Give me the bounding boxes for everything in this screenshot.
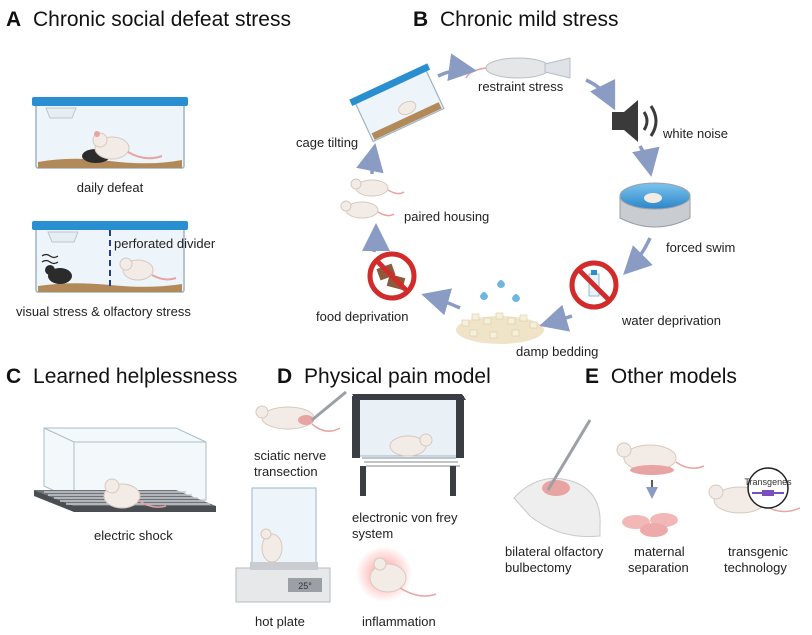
panel-c: C Learned helplessness electric shock (6, 365, 237, 543)
panel-a-letter: A (6, 8, 21, 31)
label-daily-defeat: daily defeat (77, 180, 144, 195)
panel-d: D Physical pain model sciatic nerve tran… (235, 365, 491, 629)
label-white-noise: white noise (662, 126, 728, 141)
scalpel-icon (311, 390, 347, 422)
arrow-food-to-paired (361, 223, 390, 253)
label-maternal-1: maternal (634, 544, 685, 559)
arrow-restraint-to-noise (585, 78, 616, 111)
label-perforated-divider: perforated divider (114, 236, 216, 251)
label-food-deprivation: food deprivation (316, 309, 409, 324)
label-olfactory-1: bilateral olfactory (505, 544, 604, 559)
panel-c-title: C Learned helplessness (6, 365, 237, 388)
inflamed-mouse (356, 546, 437, 602)
cage-lid (32, 97, 188, 106)
panel-b-title-text: Chronic mild stress (440, 8, 619, 31)
restraint-tube (465, 57, 571, 79)
panel-e-letter: E (585, 365, 599, 388)
divider-cage (32, 221, 188, 293)
tilted-cage (349, 63, 445, 143)
cage-lid-2 (32, 221, 188, 230)
label-damp-bedding: damp bedding (516, 344, 598, 359)
transgenic-mouse: Transgenes (708, 467, 801, 514)
label-sciatic-1: sciatic nerve (254, 448, 326, 463)
defeat-cage (32, 97, 188, 169)
arrow-water-to-bedding (539, 304, 573, 332)
panel-a: A Chronic social defeat stress daily def… (6, 8, 291, 319)
panel-e: E Other models bilateral olfactory bulbe… (505, 365, 801, 575)
panel-a-title-text: Chronic social defeat stress (33, 8, 291, 31)
label-restraint: restraint stress (478, 79, 564, 94)
label-olfactory-2: bulbectomy (505, 560, 572, 575)
panel-a-title: A Chronic social defeat stress (6, 8, 291, 31)
label-transgenic-2: technology (724, 560, 787, 575)
panel-c-title-text: Learned helplessness (33, 365, 237, 388)
panel-d-title-text: Physical pain model (304, 365, 491, 388)
food-deprivation-prohibit-icon (367, 251, 417, 301)
label-electric-shock: electric shock (94, 528, 173, 543)
label-transgenic-1: transgenic (728, 544, 788, 559)
label-paired-housing: paired housing (404, 209, 489, 224)
label-water-deprivation: water deprivation (621, 313, 721, 328)
sciatic-mouse (255, 390, 347, 432)
paired-mice (340, 178, 405, 219)
arrow-noise-to-swim (632, 145, 660, 177)
odor-wave-icon (41, 253, 59, 265)
temp-display (288, 578, 322, 592)
label-visual-olfactory: visual stress & olfactory stress (16, 304, 191, 319)
speaker-icon (612, 100, 658, 142)
panel-b-letter: B (413, 8, 428, 31)
label-maternal-2: separation (628, 560, 689, 575)
shock-chamber (34, 427, 216, 512)
panel-b-title: B Chronic mild stress (413, 8, 619, 31)
label-inflammation: inflammation (362, 614, 436, 629)
label-cage-tilting: cage tilting (296, 135, 358, 150)
panel-d-letter: D (277, 365, 292, 388)
label-hot-plate: hot plate (255, 614, 305, 629)
transgenes-tag: Transgenes (744, 477, 792, 487)
label-vonfrey-2: system (352, 526, 393, 541)
panel-e-title: E Other models (585, 365, 737, 388)
damp-bedding (456, 280, 544, 344)
transgene-badge (747, 467, 789, 509)
arrow-swim-to-water (623, 237, 653, 275)
bulbectomy-head (513, 419, 601, 538)
scalpel-icon-2 (546, 419, 592, 491)
cycle-arrows (356, 53, 660, 332)
hot-plate: 25° (235, 487, 331, 603)
panel-e-title-text: Other models (611, 365, 737, 388)
arrow-tilt-to-restraint (437, 53, 477, 82)
vonfrey-apparatus (352, 394, 466, 496)
water-deprivation-prohibit-icon (569, 260, 619, 310)
maternal-mouse (616, 442, 705, 537)
label-vonfrey-1: electronic von frey (352, 510, 458, 525)
panel-b: B Chronic mild stress (296, 8, 735, 359)
label-sciatic-2: transection (254, 464, 318, 479)
arrow-paired-to-tilt (356, 143, 384, 175)
arrow-bedding-to-food (421, 288, 461, 316)
temp-readout: 25° (298, 581, 312, 591)
swim-basin (619, 182, 691, 228)
panel-c-letter: C (6, 365, 21, 388)
label-forced-swim: forced swim (666, 240, 735, 255)
panel-d-title: D Physical pain model (277, 365, 491, 388)
